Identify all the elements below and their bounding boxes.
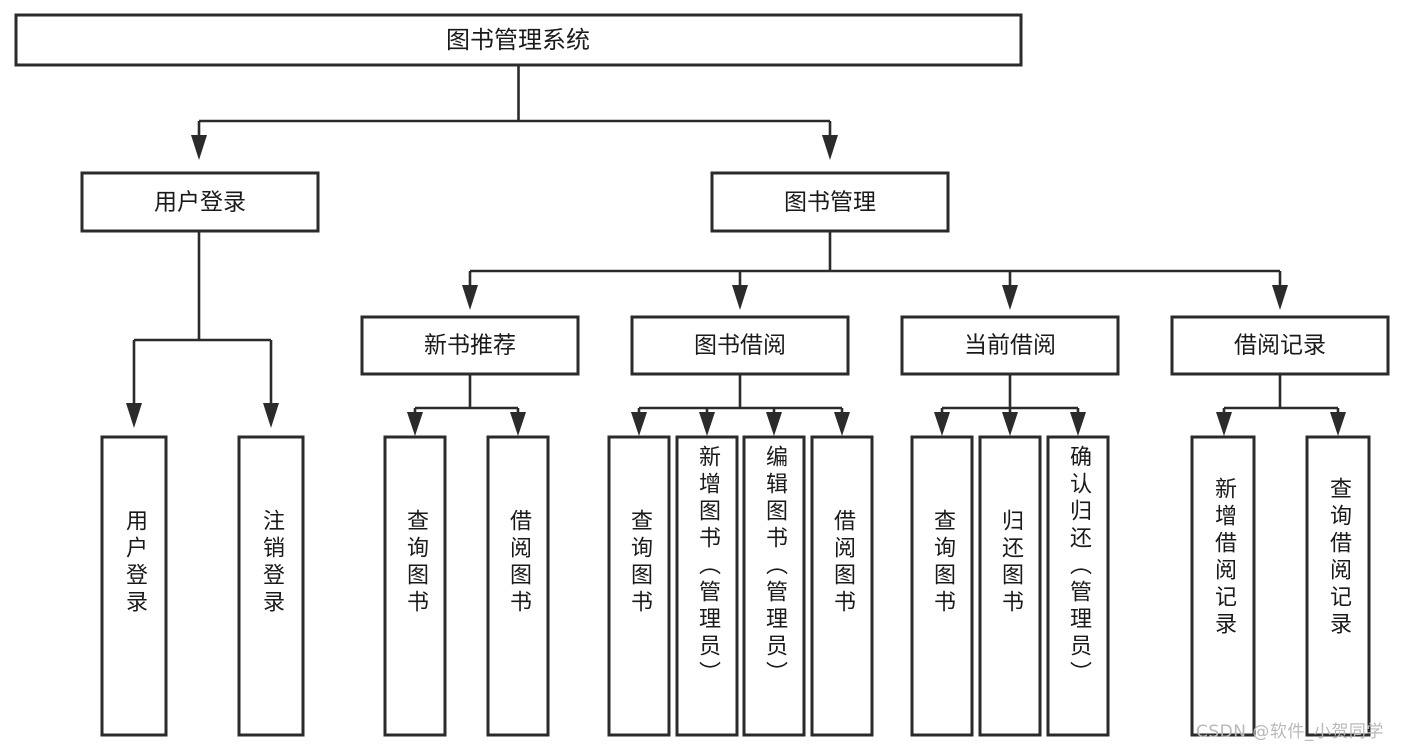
arrow-head-to-user-login (191, 135, 207, 160)
leaf-node-borrow-book-nb[interactable] (486, 435, 550, 737)
arrow-head-user-leaf-2 (263, 403, 279, 428)
node-book-management[interactable]: 图书管理 (710, 171, 950, 233)
node-borrow-record-label: 借阅记录 (1234, 333, 1326, 359)
arrow-head-user-leaf-1 (126, 403, 142, 428)
arrow-head-bb-leaf-1 (631, 412, 647, 436)
node-book-borrow[interactable]: 图书借阅 (630, 315, 850, 376)
node-book-borrow-box (630, 315, 850, 376)
node-book-management-box (710, 171, 950, 233)
connector-group-current-borrow (934, 374, 1086, 436)
arrow-head-to-book-management (822, 135, 838, 160)
node-book-management-label: 图书管理 (784, 190, 876, 216)
leaf-node-logout-box (237, 435, 305, 737)
node-new-book-recommend[interactable]: 新书推荐 (360, 315, 580, 376)
node-book-borrow-label: 图书借阅 (694, 333, 786, 359)
leaf-node-logout[interactable] (237, 435, 305, 737)
node-new-book-recommend-box (360, 315, 580, 376)
node-current-borrow-box (900, 315, 1120, 376)
leaf-node-add-borrow-record[interactable] (1190, 435, 1256, 737)
connector-group-borrow-record (1216, 374, 1346, 436)
leaf-node-query-book-nb[interactable] (383, 435, 447, 737)
leaf-node-edit-book-admin-box (742, 435, 806, 737)
node-borrow-record[interactable]: 借阅记录 (1170, 315, 1390, 376)
node-user-login-label: 用户登录 (154, 190, 246, 216)
connector-group-book-management (462, 231, 1288, 310)
leaf-node-add-book-admin-box (675, 435, 739, 737)
connector-group-new-book (407, 374, 526, 436)
arrow-head-br-leaf-2 (1330, 412, 1346, 436)
leaf-node-confirm-return-admin-box (1046, 435, 1110, 737)
arrow-head-bb-leaf-2 (699, 412, 715, 436)
leaf-node-query-book-bb[interactable] (607, 435, 671, 737)
arrow-head-nb-leaf-1 (407, 412, 423, 436)
node-current-borrow-label: 当前借阅 (964, 333, 1056, 359)
node-user-login-box (80, 171, 320, 233)
arrow-head-to-new-book (462, 285, 478, 310)
leaf-node-user-login-box (100, 435, 168, 737)
leaf-node-query-book-cb[interactable] (910, 435, 974, 737)
leaf-node-add-borrow-record-box (1190, 435, 1256, 737)
node-root-system-label: 图书管理系统 (446, 26, 590, 54)
leaf-node-query-borrow-record-box (1305, 435, 1371, 737)
arrow-head-nb-leaf-2 (510, 412, 526, 436)
leaf-node-edit-book-admin[interactable] (742, 435, 806, 737)
leaf-node-query-book-cb-box (910, 435, 974, 737)
connector-group-user-login (126, 231, 279, 428)
arrow-head-bb-leaf-3 (766, 412, 782, 436)
node-new-book-recommend-label: 新书推荐 (424, 333, 516, 359)
arrow-head-cb-leaf-1 (934, 412, 950, 436)
leaf-node-confirm-return-admin[interactable] (1046, 435, 1110, 737)
arrow-head-cb-leaf-3 (1070, 412, 1086, 436)
leaf-node-return-book-box (978, 435, 1042, 737)
arrow-head-bb-leaf-4 (834, 412, 850, 436)
connector-group-book-borrow (631, 374, 850, 436)
leaf-node-add-book-admin[interactable] (675, 435, 739, 737)
leaf-node-borrow-book-bb-box (810, 435, 874, 737)
leaf-node-user-login[interactable] (100, 435, 168, 737)
arrow-head-to-borrow-record (1272, 285, 1288, 310)
arrow-head-cb-leaf-2 (1002, 412, 1018, 436)
node-root-system[interactable]: 图书管理系统 (14, 13, 1023, 67)
arrow-head-to-current-borrow (1002, 285, 1018, 310)
arrow-head-br-leaf-1 (1216, 412, 1232, 436)
node-user-login[interactable]: 用户登录 (80, 171, 320, 233)
node-current-borrow[interactable]: 当前借阅 (900, 315, 1120, 376)
leaf-node-query-book-bb-box (607, 435, 671, 737)
node-borrow-record-box (1170, 315, 1390, 376)
arrow-head-to-book-borrow (732, 285, 748, 310)
leaf-node-query-book-nb-box (383, 435, 447, 737)
connector-group-root (191, 65, 838, 160)
leaf-node-borrow-book-bb[interactable] (810, 435, 874, 737)
leaf-node-return-book[interactable] (978, 435, 1042, 737)
leaf-node-borrow-book-nb-box (486, 435, 550, 737)
node-root-system-box (14, 13, 1023, 67)
leaf-node-query-borrow-record[interactable] (1305, 435, 1371, 737)
